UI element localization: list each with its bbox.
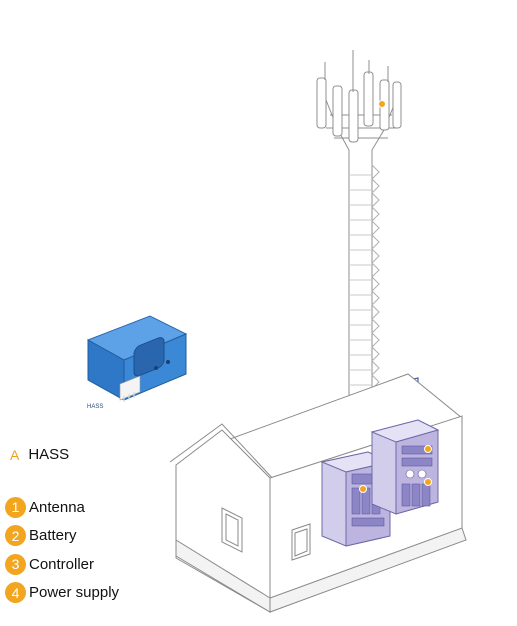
legend-item-label: Power supply xyxy=(29,584,120,602)
marker-battery xyxy=(424,478,432,486)
legend-item-controller: 3 Controller xyxy=(5,550,119,579)
legend-item-antenna: 1 Antenna xyxy=(5,493,119,522)
legend-product-entry: A HASS xyxy=(10,446,69,463)
legend-item-label: Controller xyxy=(29,555,95,573)
marker-antenna xyxy=(378,100,386,108)
legend-number-badge: 3 xyxy=(5,553,26,575)
tower xyxy=(316,50,402,412)
marker-controller xyxy=(359,485,367,493)
legend-list: 1 Antenna 2 Battery 3 Controller 4 Power… xyxy=(5,493,119,607)
legend-number-badge: 2 xyxy=(5,525,26,547)
legend-number-badge: 4 xyxy=(5,582,26,604)
legend-item-power-supply: 4 Power supply xyxy=(5,579,119,608)
hass-sensor-image xyxy=(86,315,188,402)
legend-item-label: Antenna xyxy=(29,498,85,516)
product-caption: HASS xyxy=(87,404,104,410)
legend-item-label: Battery xyxy=(29,527,77,545)
legend-item-battery: 2 Battery xyxy=(5,522,119,551)
legend-number-badge: 1 xyxy=(5,496,26,518)
product-label: HASS xyxy=(28,446,70,463)
product-marker: A xyxy=(10,446,20,463)
marker-power-supply xyxy=(424,445,432,453)
cabinet-right xyxy=(370,419,440,515)
